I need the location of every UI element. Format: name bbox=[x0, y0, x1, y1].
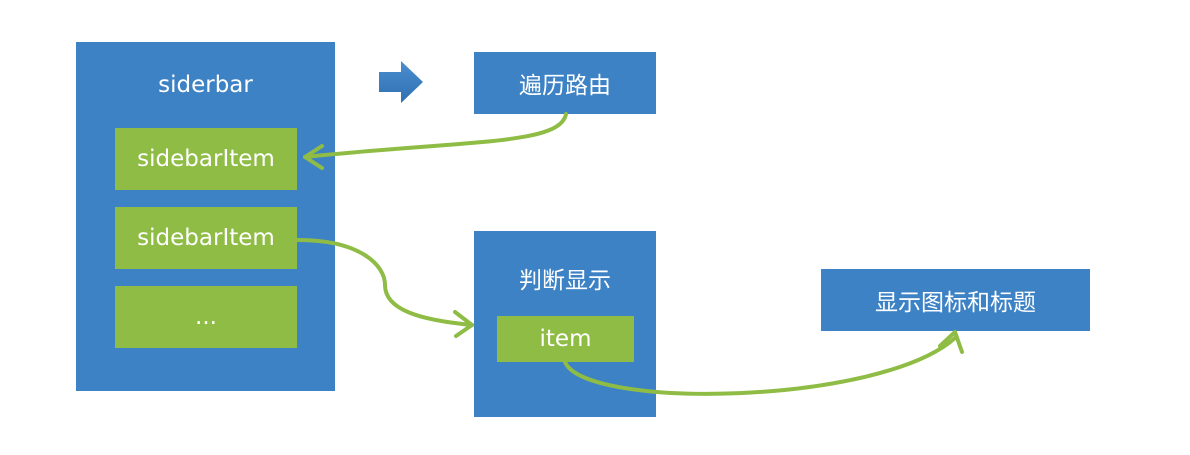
sidebar-item: sidebarItem bbox=[115, 128, 297, 190]
decide-display-title: 判断显示 bbox=[519, 268, 611, 294]
item-box: item bbox=[497, 316, 634, 362]
connector-routes-to-item bbox=[303, 112, 568, 159]
connector-arrowhead bbox=[938, 330, 964, 354]
sidebar-item: sidebarItem bbox=[115, 207, 297, 269]
traverse-routes-box: 遍历路由 bbox=[474, 52, 656, 114]
sidebar-title: siderbar bbox=[158, 72, 253, 98]
right-arrow-icon bbox=[379, 61, 423, 103]
show-icon-title-box: 显示图标和标题 bbox=[821, 269, 1090, 331]
connector-arrowhead bbox=[453, 310, 474, 338]
sidebar-item-ellipsis: ... bbox=[115, 286, 297, 348]
